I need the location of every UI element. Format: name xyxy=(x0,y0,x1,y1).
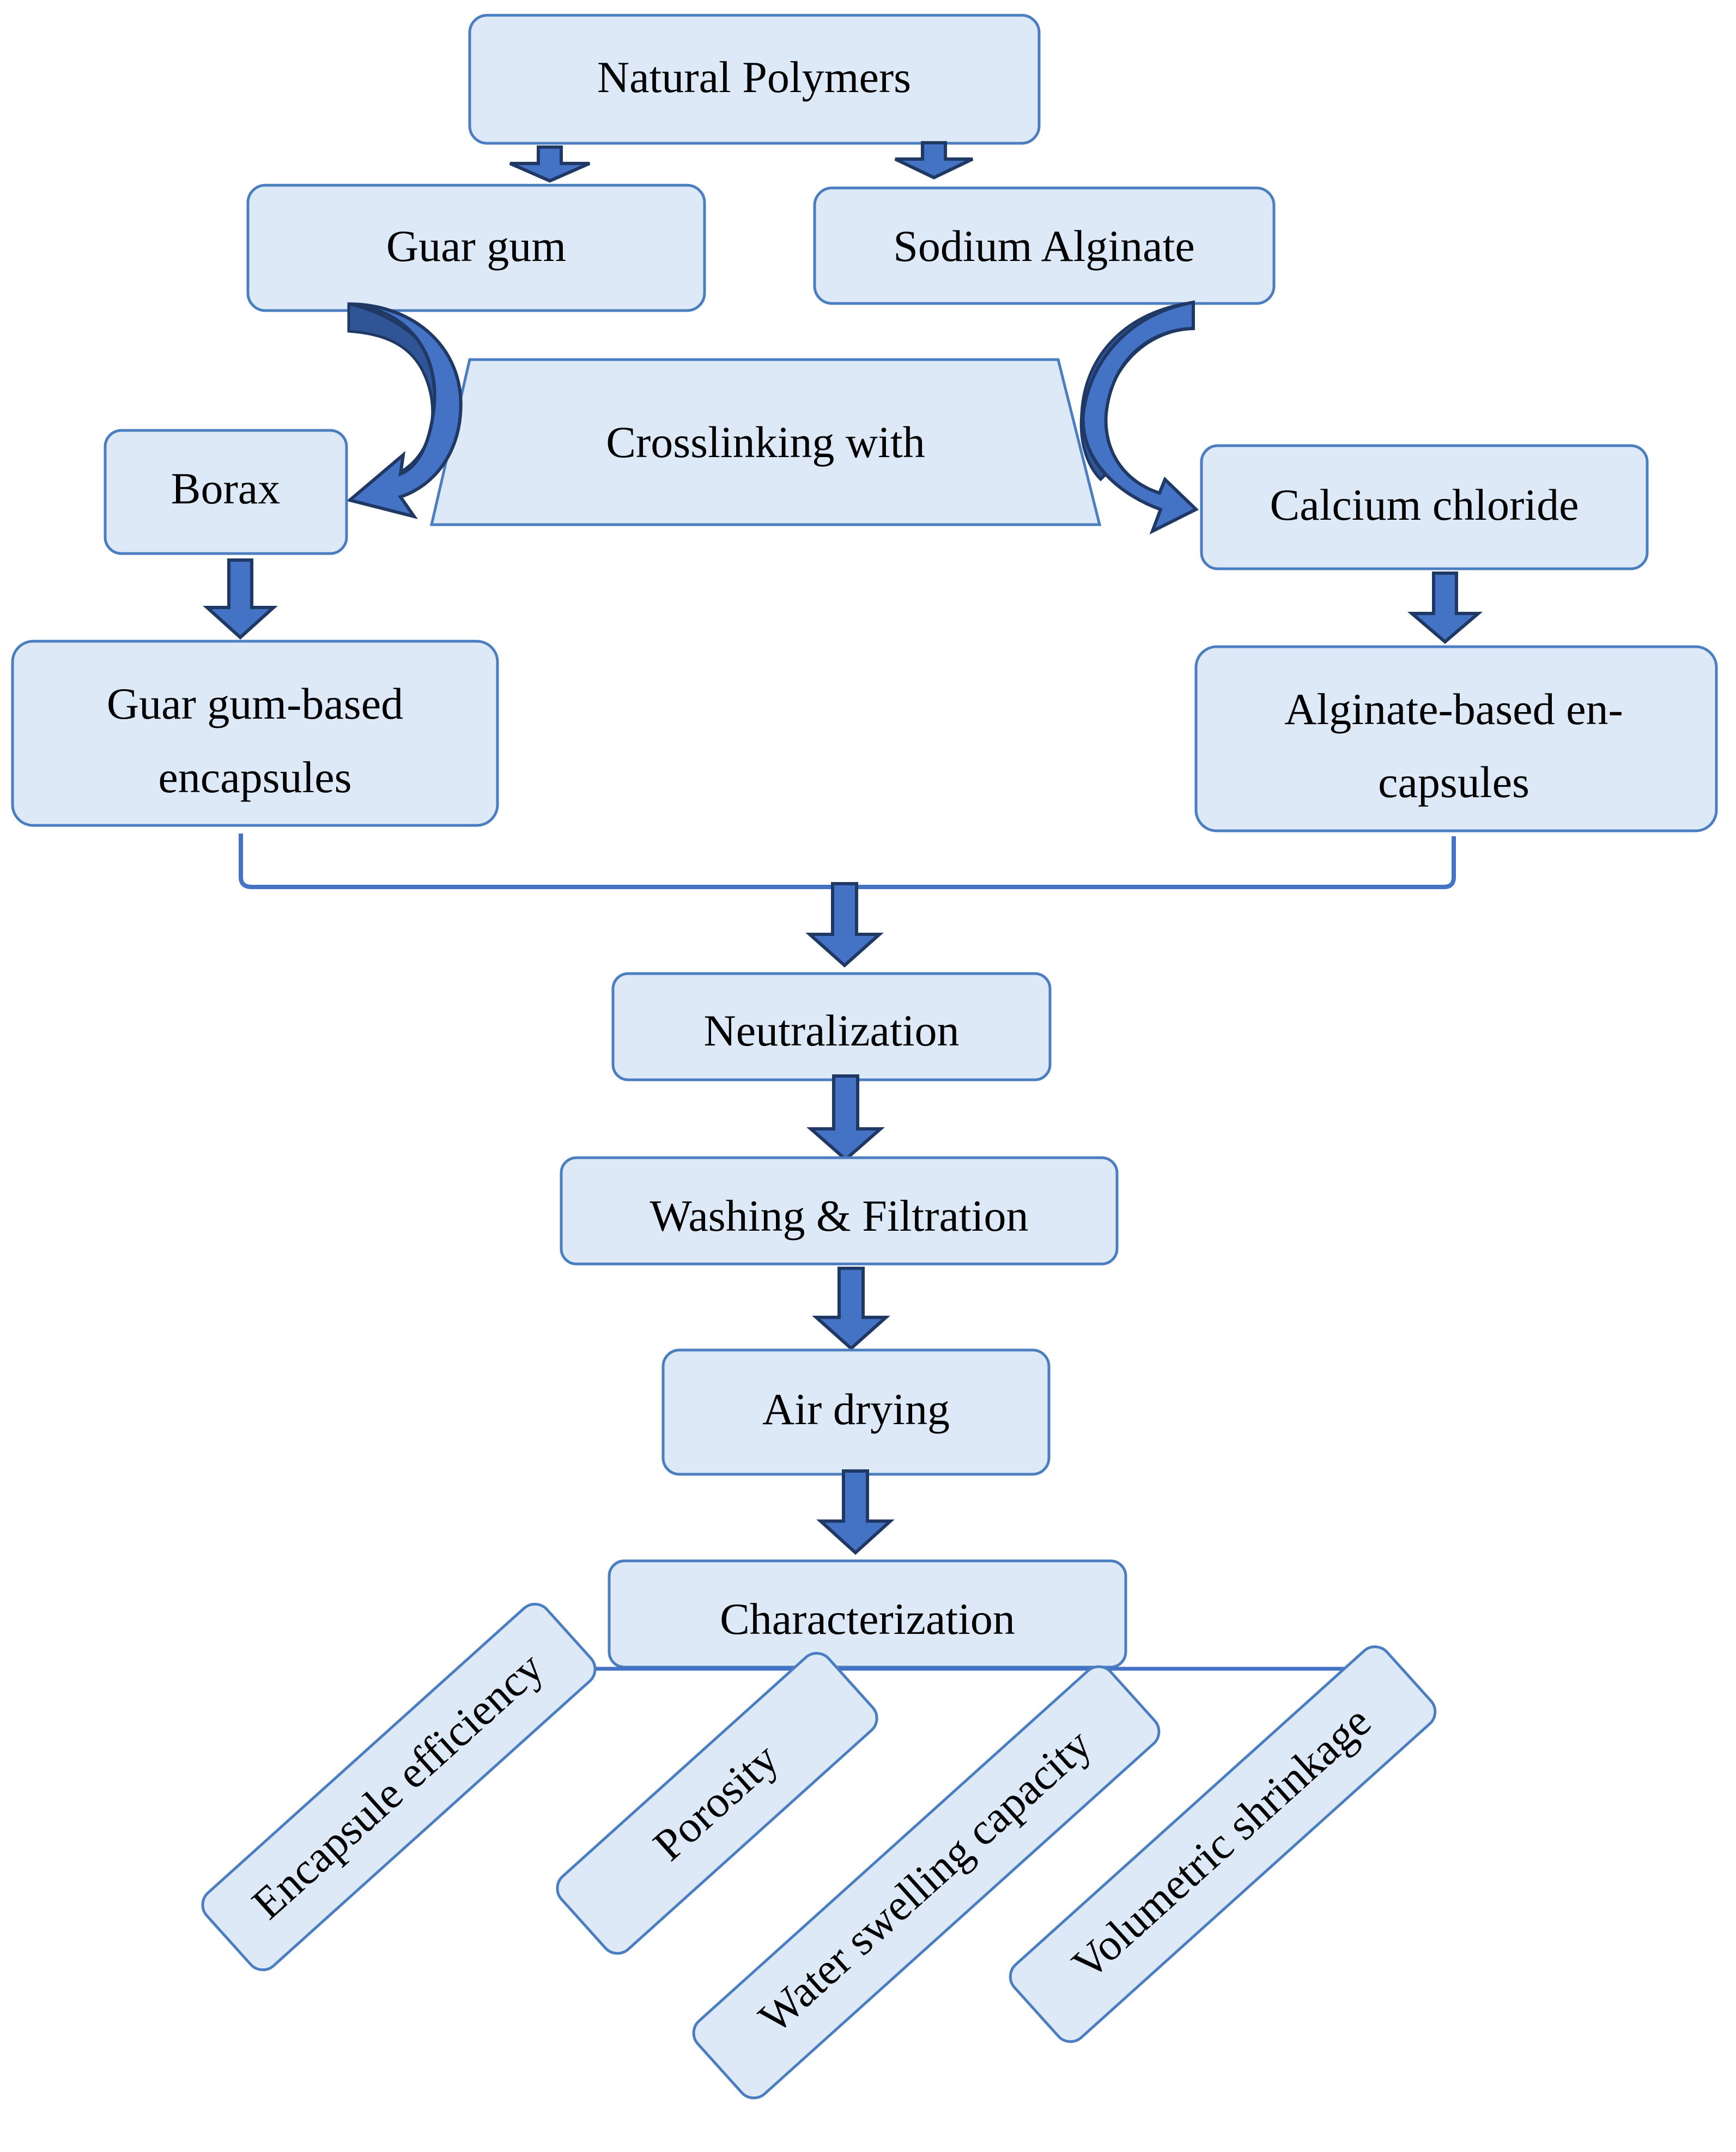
node-guar-gum: Guar gum xyxy=(246,184,706,312)
node-sodium-alginate: Sodium Alginate xyxy=(813,186,1276,305)
arrow-to-sodium-alginate xyxy=(894,141,974,180)
svg-text:Calcium chloride: Calcium chloride xyxy=(1270,480,1579,530)
node-washing-filtration: Washing & Filtration xyxy=(560,1156,1119,1266)
arrow-borax-to-guar-encapsules xyxy=(203,558,278,640)
arrow-to-characterization xyxy=(816,1469,895,1555)
arrow-calcium-to-alginate-encapsules xyxy=(1407,572,1483,644)
svg-text:encapsules: encapsules xyxy=(158,752,351,802)
node-natural-polymers: Natural Polymers xyxy=(468,14,1041,145)
node-guar-gum-encapsules: Guar gum-based encapsules xyxy=(11,640,499,827)
node-air-drying: Air drying xyxy=(661,1348,1051,1476)
arrow-to-air-drying xyxy=(812,1267,890,1351)
node-borax: Borax xyxy=(104,429,348,555)
svg-text:Sodium Alginate: Sodium Alginate xyxy=(893,221,1195,271)
node-characterization: Characterization xyxy=(608,1559,1127,1669)
svg-text:Washing & Filtration: Washing & Filtration xyxy=(650,1191,1029,1241)
svg-text:Characterization: Characterization xyxy=(720,1594,1015,1644)
arrow-to-washing xyxy=(806,1074,885,1162)
svg-text:Neutralization: Neutralization xyxy=(703,1006,959,1055)
node-alginate-encapsules: Alginate-based en- capsules xyxy=(1194,645,1718,832)
arrow-to-neutralization xyxy=(805,882,884,968)
svg-text:Alginate-based en-: Alginate-based en- xyxy=(1284,684,1623,734)
svg-text:Borax: Borax xyxy=(171,464,280,513)
node-calcium-chloride: Calcium chloride xyxy=(1200,444,1649,570)
svg-text:Crosslinking with: Crosslinking with xyxy=(606,417,925,467)
svg-text:Air drying: Air drying xyxy=(762,1384,950,1434)
property-encapsule-efficiency: Encapsule efficiency xyxy=(201,1602,597,1972)
curved-arrow-to-calcium-chloride xyxy=(1079,300,1199,535)
merge-connector xyxy=(239,834,1456,889)
node-neutralization: Neutralization xyxy=(611,972,1052,1081)
svg-text:Guar gum-based: Guar gum-based xyxy=(107,679,403,728)
svg-text:Guar gum: Guar gum xyxy=(386,221,566,271)
node-crosslinking: Crosslinking with xyxy=(429,358,1102,526)
svg-text:Natural Polymers: Natural Polymers xyxy=(597,52,911,102)
svg-text:Encapsule efficiency: Encapsule efficiency xyxy=(242,1643,553,1929)
curved-arrow-to-borax xyxy=(346,302,463,519)
svg-text:capsules: capsules xyxy=(1378,757,1529,807)
arrow-to-guar-gum xyxy=(509,145,591,183)
